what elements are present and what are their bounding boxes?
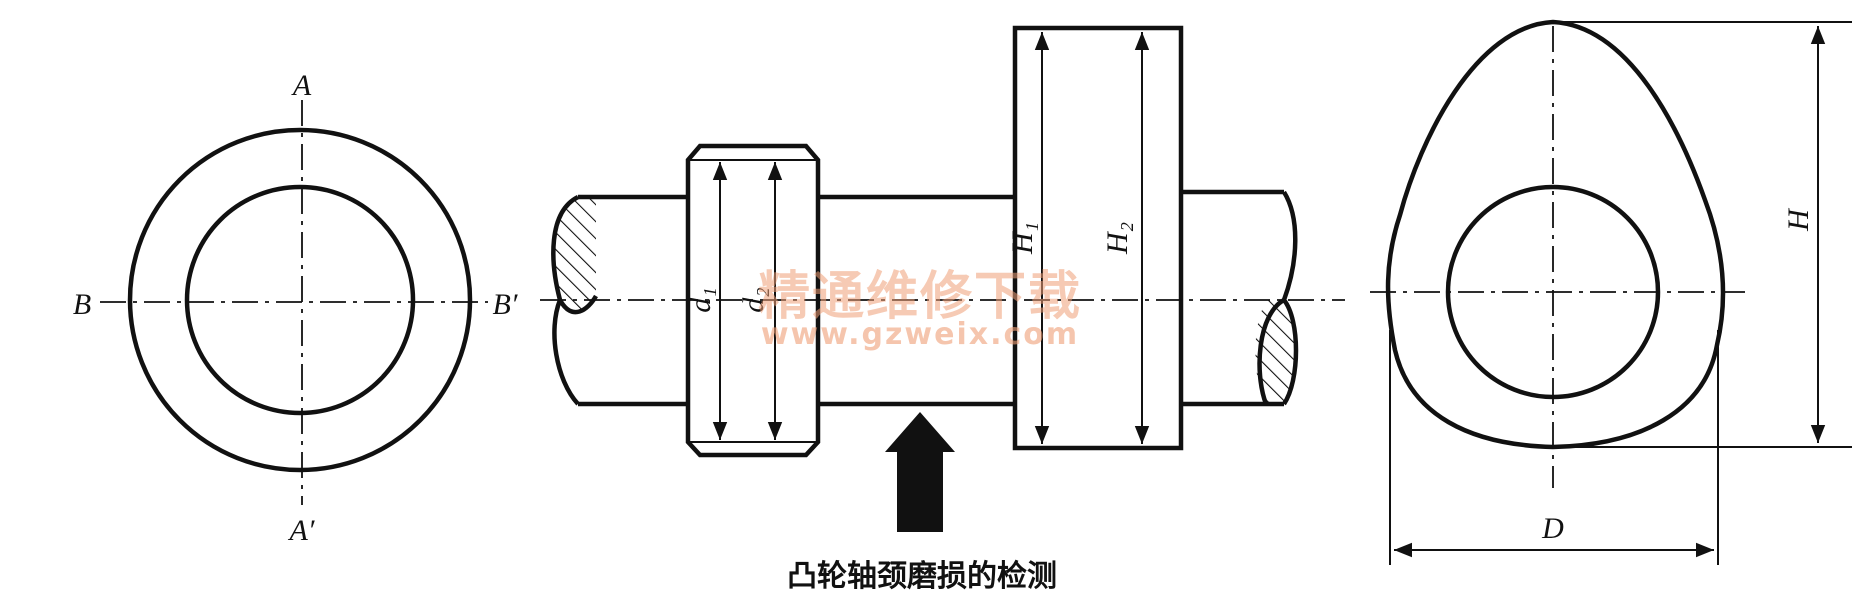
journal-cross-section: A A′ B B′ [73,69,518,547]
camshaft-side-view: d₁ d₂ H₁ H₂ [540,25,1345,532]
label-a-bottom: A′ [288,514,315,547]
label-h2: H₂ [1101,222,1134,255]
label-b-right: B′ [493,288,518,321]
label-b-left: B [73,288,91,321]
journal-outer-circle [127,127,473,473]
journal-collar [685,143,821,458]
cam-profile-view: H D [1370,19,1852,565]
figure-caption: 凸轮轴颈磨损的检测 [787,559,1057,594]
watermark-url: www.gzweix.com [761,317,1079,352]
cam-lobe-side [1012,25,1184,451]
label-h1: H₁ [1006,222,1039,255]
wear-location-arrow-icon [885,412,955,532]
left-shaft-break [551,194,598,406]
label-a-top: A [291,69,312,102]
label-d1: d₁ [684,287,717,312]
right-shaft-break [1255,190,1299,406]
watermark-title: 精通维修下载 [758,267,1082,327]
journal-inner-circle [184,184,416,416]
cam-profile-outline [1385,19,1726,450]
label-h: H [1782,207,1815,232]
label-d: D [1541,512,1564,545]
label-d2: d₂ [737,287,770,312]
